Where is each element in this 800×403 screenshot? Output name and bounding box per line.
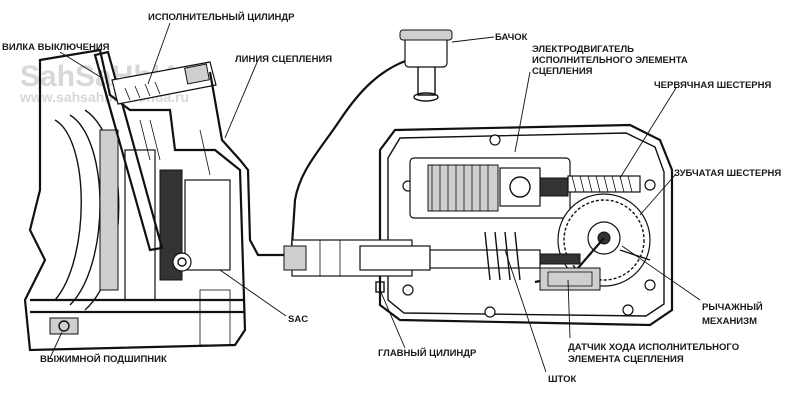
leader-lines <box>49 22 701 373</box>
label-worm-gear: ЧЕРВЯЧНАЯ ШЕСТЕРНЯ <box>654 80 772 91</box>
label-lever-line1: РЫЧАЖНЫЙ <box>702 301 763 313</box>
slave-cylinder <box>111 61 217 105</box>
reservoir <box>399 29 453 102</box>
label-slave-cylinder: ИСПОЛНИТЕЛЬНЫЙ ЦИЛИНДР <box>148 11 295 23</box>
label-motor-line1: ЭЛЕКТРОДВИГАТЕЛЬ <box>532 44 634 55</box>
label-motor-line3: СЦЕПЛЕНИЯ <box>532 66 593 77</box>
clutch-line <box>208 71 290 257</box>
label-motor-line2: ИСПОЛНИТЕЛЬНОГО ЭЛЕМЕНТА <box>532 55 688 66</box>
label-toothed-gear: ЗУБЧАТАЯ ШЕСТЕРНЯ <box>674 168 781 179</box>
release-fork <box>93 50 164 252</box>
label-lever-line2: МЕХАНИЗМ <box>702 316 757 327</box>
label-clutch-line: ЛИНИЯ СЦЕПЛЕНИЯ <box>235 54 332 65</box>
label-sac: SAC <box>288 314 308 325</box>
label-release-fork: ВИЛКА ВЫКЛЮЧЕНИЯ <box>2 42 110 53</box>
label-rod: ШТОК <box>548 374 577 385</box>
label-master-cylinder: ГЛАВНЫЙ ЦИЛИНДР <box>378 347 477 359</box>
reservoir-hose <box>290 58 409 246</box>
label-stroke-sensor-line2: ЭЛЕМЕНТА СЦЕПЛЕНИЯ <box>568 354 684 365</box>
stroke-sensor <box>539 267 601 291</box>
actuator-motor <box>409 157 571 219</box>
label-release-bearing: ВЫЖИМНОЙ ПОДШИПНИК <box>40 353 167 365</box>
master-cylinder <box>283 239 431 293</box>
push-rod <box>429 231 581 281</box>
worm-gear <box>567 175 641 193</box>
transmission-assembly <box>23 48 247 352</box>
label-stroke-sensor-line1: ДАТЧИК ХОДА ИСПОЛНИТЕЛЬНОГО <box>568 342 739 353</box>
label-reservoir: БАЧОК <box>495 32 528 43</box>
